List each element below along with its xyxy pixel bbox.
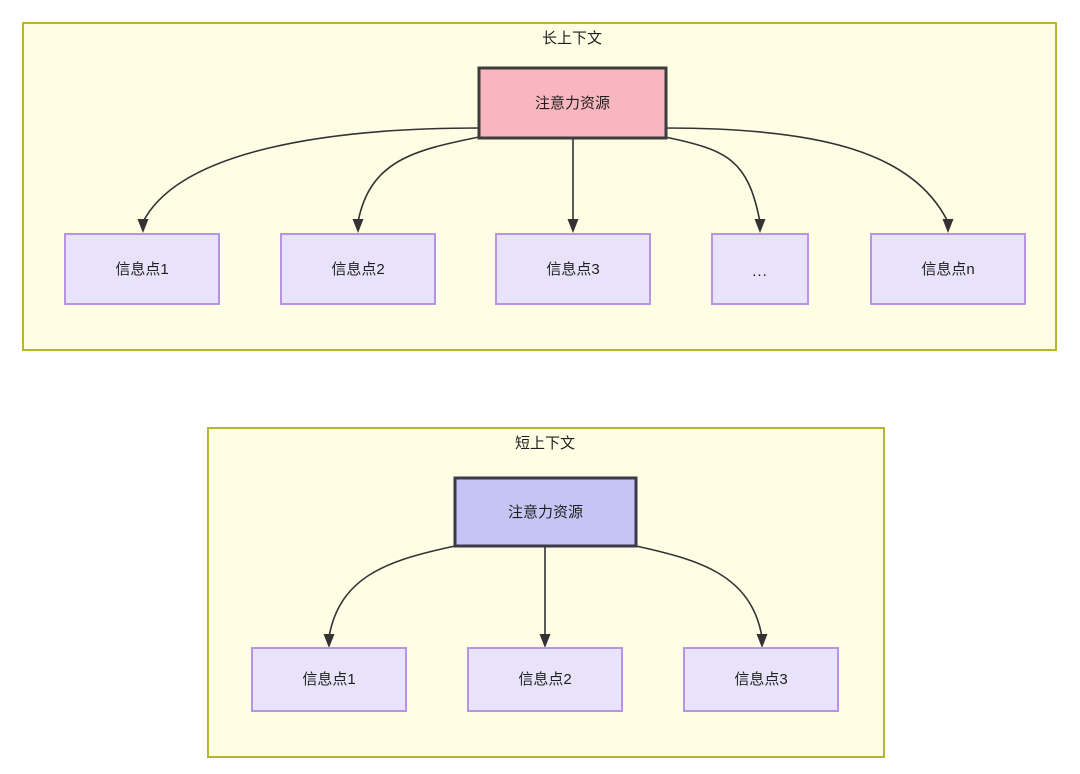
node-long-leaf-2-label: 信息点2 bbox=[331, 261, 384, 278]
group-long-context: 长上下文 注意 bbox=[22, 22, 1057, 351]
node-short-attention[interactable]: 注意力资源 bbox=[453, 476, 638, 548]
node-short-leaf-1[interactable]: 信息点1 bbox=[251, 647, 407, 712]
node-short-leaf-2-label: 信息点2 bbox=[518, 671, 571, 688]
node-long-attention-box[interactable] bbox=[477, 66, 668, 140]
node-short-leaf-3-label: 信息点3 bbox=[734, 671, 787, 688]
edge-short-root-to-leaf-1 bbox=[328, 545, 456, 638]
edges-long-context bbox=[137, 127, 954, 233]
edge-short-root-to-leaf-2-arrowhead bbox=[539, 634, 551, 648]
node-long-leaf-ellipsis[interactable]: ... bbox=[711, 233, 809, 305]
node-long-leaf-3-label: 信息点3 bbox=[546, 261, 599, 278]
edge-short-root-to-leaf-3 bbox=[635, 545, 763, 638]
edge-long-root-to-leaf-3-arrowhead bbox=[567, 219, 579, 233]
node-long-attention[interactable]: 注意力资源 bbox=[477, 66, 668, 140]
node-short-attention-label: 注意力资源 bbox=[508, 503, 583, 521]
edge-long-root-to-leaf-2 bbox=[357, 136, 480, 223]
node-long-leaf-ellipsis-label: ... bbox=[752, 263, 768, 280]
node-long-leaf-2-box[interactable] bbox=[280, 233, 436, 305]
node-long-leaf-n-label: 信息点n bbox=[921, 261, 974, 278]
node-long-leaf-n[interactable]: 信息点n bbox=[870, 233, 1026, 305]
node-long-leaf-n-box[interactable] bbox=[870, 233, 1026, 305]
node-short-leaf-2[interactable]: 信息点2 bbox=[467, 647, 623, 712]
node-long-leaf-3[interactable]: 信息点3 bbox=[495, 233, 651, 305]
node-long-leaf-2[interactable]: 信息点2 bbox=[280, 233, 436, 305]
edge-short-root-to-leaf-3-arrowhead bbox=[756, 634, 768, 648]
node-long-attention-label: 注意力资源 bbox=[535, 94, 610, 112]
node-short-leaf-1-box[interactable] bbox=[251, 647, 407, 712]
group-short-context-title: 短上下文 bbox=[515, 435, 575, 452]
edge-long-root-to-leaf-n bbox=[664, 127, 949, 223]
edge-long-root-to-leaf-n-arrowhead bbox=[942, 219, 954, 233]
node-long-leaf-1-label: 信息点1 bbox=[115, 261, 168, 278]
node-short-leaf-1-label: 信息点1 bbox=[302, 671, 355, 688]
node-long-leaf-ellipsis-box[interactable] bbox=[711, 233, 809, 305]
node-short-leaf-3-box[interactable] bbox=[683, 647, 839, 712]
node-short-leaf-2-box[interactable] bbox=[467, 647, 623, 712]
node-short-attention-box[interactable] bbox=[453, 476, 638, 548]
node-long-leaf-1[interactable]: 信息点1 bbox=[64, 233, 220, 305]
edge-long-root-to-leaf-ellipsis bbox=[664, 136, 761, 223]
node-long-leaf-3-box[interactable] bbox=[495, 233, 651, 305]
edge-long-root-to-leaf-1 bbox=[142, 127, 480, 223]
node-short-leaf-3[interactable]: 信息点3 bbox=[683, 647, 839, 712]
edge-long-root-to-leaf-2-arrowhead bbox=[352, 219, 364, 233]
group-long-context-title: 长上下文 bbox=[542, 30, 602, 47]
edge-long-root-to-leaf-1-arrowhead bbox=[137, 219, 149, 233]
group-short-context: 短上下文 注意力资源 信息点1 bbox=[207, 427, 885, 758]
node-long-leaf-1-box[interactable] bbox=[64, 233, 220, 305]
edges-short-context bbox=[323, 545, 768, 648]
edge-long-root-to-leaf-ellipsis-arrowhead bbox=[754, 219, 766, 233]
edge-short-root-to-leaf-1-arrowhead bbox=[323, 634, 335, 648]
